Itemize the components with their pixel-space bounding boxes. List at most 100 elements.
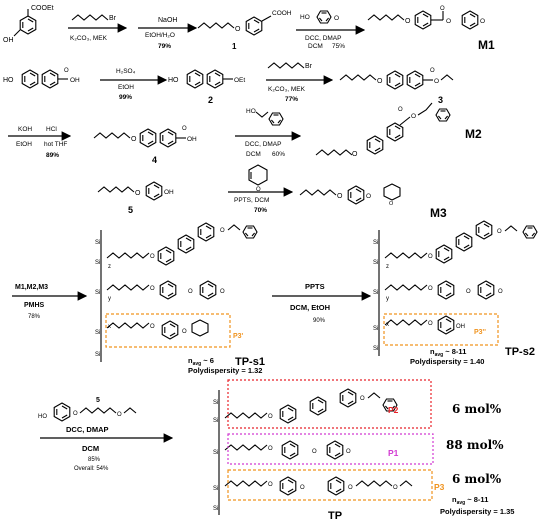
svg-text:O: O <box>131 136 137 143</box>
svg-text:Si: Si <box>95 330 100 336</box>
mol-p3: 6 mol% <box>452 472 502 486</box>
svg-text:O: O <box>466 289 471 295</box>
svg-text:O: O <box>480 18 485 25</box>
cond-dcm-bottom: DCM <box>82 444 99 453</box>
p2-box <box>227 379 432 429</box>
svg-text:O: O <box>64 68 69 74</box>
cond-etoh: EtOH <box>118 84 134 91</box>
svg-text:y: y <box>108 296 111 302</box>
polydispersity-tp: Polydispersity = 1.35 <box>440 507 514 516</box>
svg-text:O: O <box>360 396 365 402</box>
svg-text:O: O <box>337 193 343 200</box>
cond-k2co3-mek: K₂CO₃, MEK <box>268 86 306 93</box>
m2-structure: O O O M2 <box>315 102 482 158</box>
navg-tps2: navg ~ 8-11 <box>430 347 466 358</box>
svg-text:Si: Si <box>373 260 378 266</box>
svg-text:O: O <box>346 449 351 455</box>
svg-text:O: O <box>268 482 273 488</box>
yield-78: 78% <box>28 314 41 320</box>
compound-4: O OH O 4 <box>93 126 197 165</box>
navg-tps1: navg ~ 6 <box>188 356 214 367</box>
svg-text:O: O <box>411 113 416 120</box>
row2-hexenyl-bromide: Br <box>267 62 313 70</box>
dihydropyran: O <box>248 164 268 193</box>
svg-text:O: O <box>393 485 398 491</box>
cond-hcl: HCl <box>46 126 57 133</box>
svg-text:z: z <box>386 264 389 270</box>
p1-box <box>227 433 434 465</box>
row2-biphenyl-acid: HO OH O <box>3 68 80 89</box>
svg-text:O: O <box>220 228 225 234</box>
svg-text:OEt: OEt <box>234 77 245 84</box>
p3-label: P3 <box>434 482 445 492</box>
m1-structure: O O O O M1 <box>367 6 495 52</box>
svg-text:O: O <box>389 201 394 207</box>
row1-ethyl-4-hydroxybenzoate: COOEt OH <box>3 5 54 44</box>
mol-p1: 88 mol% <box>446 438 504 452</box>
row1-methoxyphenol: HO O <box>300 10 339 24</box>
svg-text:OH: OH <box>164 189 174 196</box>
svg-text:HO: HO <box>168 77 179 84</box>
compound-2-label: 2 <box>208 95 213 105</box>
m3-structure: O O O M3 <box>299 183 447 220</box>
bottom-cmp5-label: 5 <box>96 397 100 404</box>
svg-text:O: O <box>300 485 305 491</box>
svg-text:O: O <box>182 126 187 132</box>
svg-text:O: O <box>405 18 411 25</box>
cooet-label: COOEt <box>31 5 54 12</box>
svg-text:O: O <box>497 229 502 235</box>
svg-text:O: O <box>348 485 353 491</box>
cond-etoh-r3: EtOH <box>16 141 32 148</box>
cond-etoh-h2o: EtOH/H₂O <box>145 32 175 39</box>
compound-3-label: 3 <box>438 95 443 105</box>
svg-text:Si: Si <box>373 240 378 246</box>
cond-hot-thf: hot THF <box>44 141 67 148</box>
cond-dcm-r3: DCM <box>246 151 261 158</box>
svg-text:Si: Si <box>213 450 218 456</box>
svg-text:HO: HO <box>246 108 256 115</box>
svg-text:O: O <box>150 286 155 292</box>
svg-text:O: O <box>256 187 261 193</box>
br-label: Br <box>109 15 117 22</box>
compound-1: O COOH 1 <box>197 10 292 51</box>
svg-text:O: O <box>73 411 78 417</box>
svg-text:OH: OH <box>187 136 197 143</box>
p3doubleprime-box <box>383 313 499 346</box>
tps2-label: TP-s2 <box>505 346 535 358</box>
svg-text:O: O <box>430 68 435 74</box>
navg-tp: navg ~ 8-11 <box>452 495 488 506</box>
svg-text:O: O <box>428 286 433 292</box>
compound-5: O OH 5 <box>97 181 174 215</box>
svg-text:y: y <box>386 296 389 302</box>
svg-text:Si: Si <box>373 346 378 352</box>
svg-text:O: O <box>188 289 193 295</box>
svg-text:O: O <box>220 289 225 295</box>
svg-text:O: O <box>366 193 371 200</box>
svg-text:O: O <box>334 15 339 22</box>
cond-dcc-dmap: DCC, DMAP <box>305 35 341 42</box>
svg-text:x: x <box>108 324 111 330</box>
svg-text:O: O <box>352 151 358 158</box>
compound-5-label: 5 <box>128 205 133 215</box>
cond-naoh: NaOH <box>158 17 177 24</box>
svg-text:O: O <box>235 26 241 33</box>
tp-label: TP <box>328 510 342 522</box>
yield-89: 89% <box>46 152 59 159</box>
svg-text:Si: Si <box>95 260 100 266</box>
svg-text:HO: HO <box>3 77 14 84</box>
svg-text:Si: Si <box>373 290 378 296</box>
ho-label: OH <box>3 37 14 44</box>
svg-text:OH: OH <box>70 77 80 84</box>
cond-koh: KOH <box>18 126 32 133</box>
cond-dcc-dmap-r3: DCC, DMAP <box>245 141 281 148</box>
svg-text:Si: Si <box>213 486 218 492</box>
svg-text:Si: Si <box>95 352 100 358</box>
compound-1-label: 1 <box>232 42 237 51</box>
svg-text:O: O <box>498 289 503 295</box>
polymer-backbone-tps2: Si Si Si Si Si z y x O O O O O O OH <box>373 220 538 356</box>
svg-text:z: z <box>108 264 111 270</box>
yield-85: 85% <box>88 457 101 463</box>
svg-text:O: O <box>312 449 317 455</box>
svg-text:O: O <box>268 446 273 452</box>
svg-text:COOH: COOH <box>272 10 292 17</box>
